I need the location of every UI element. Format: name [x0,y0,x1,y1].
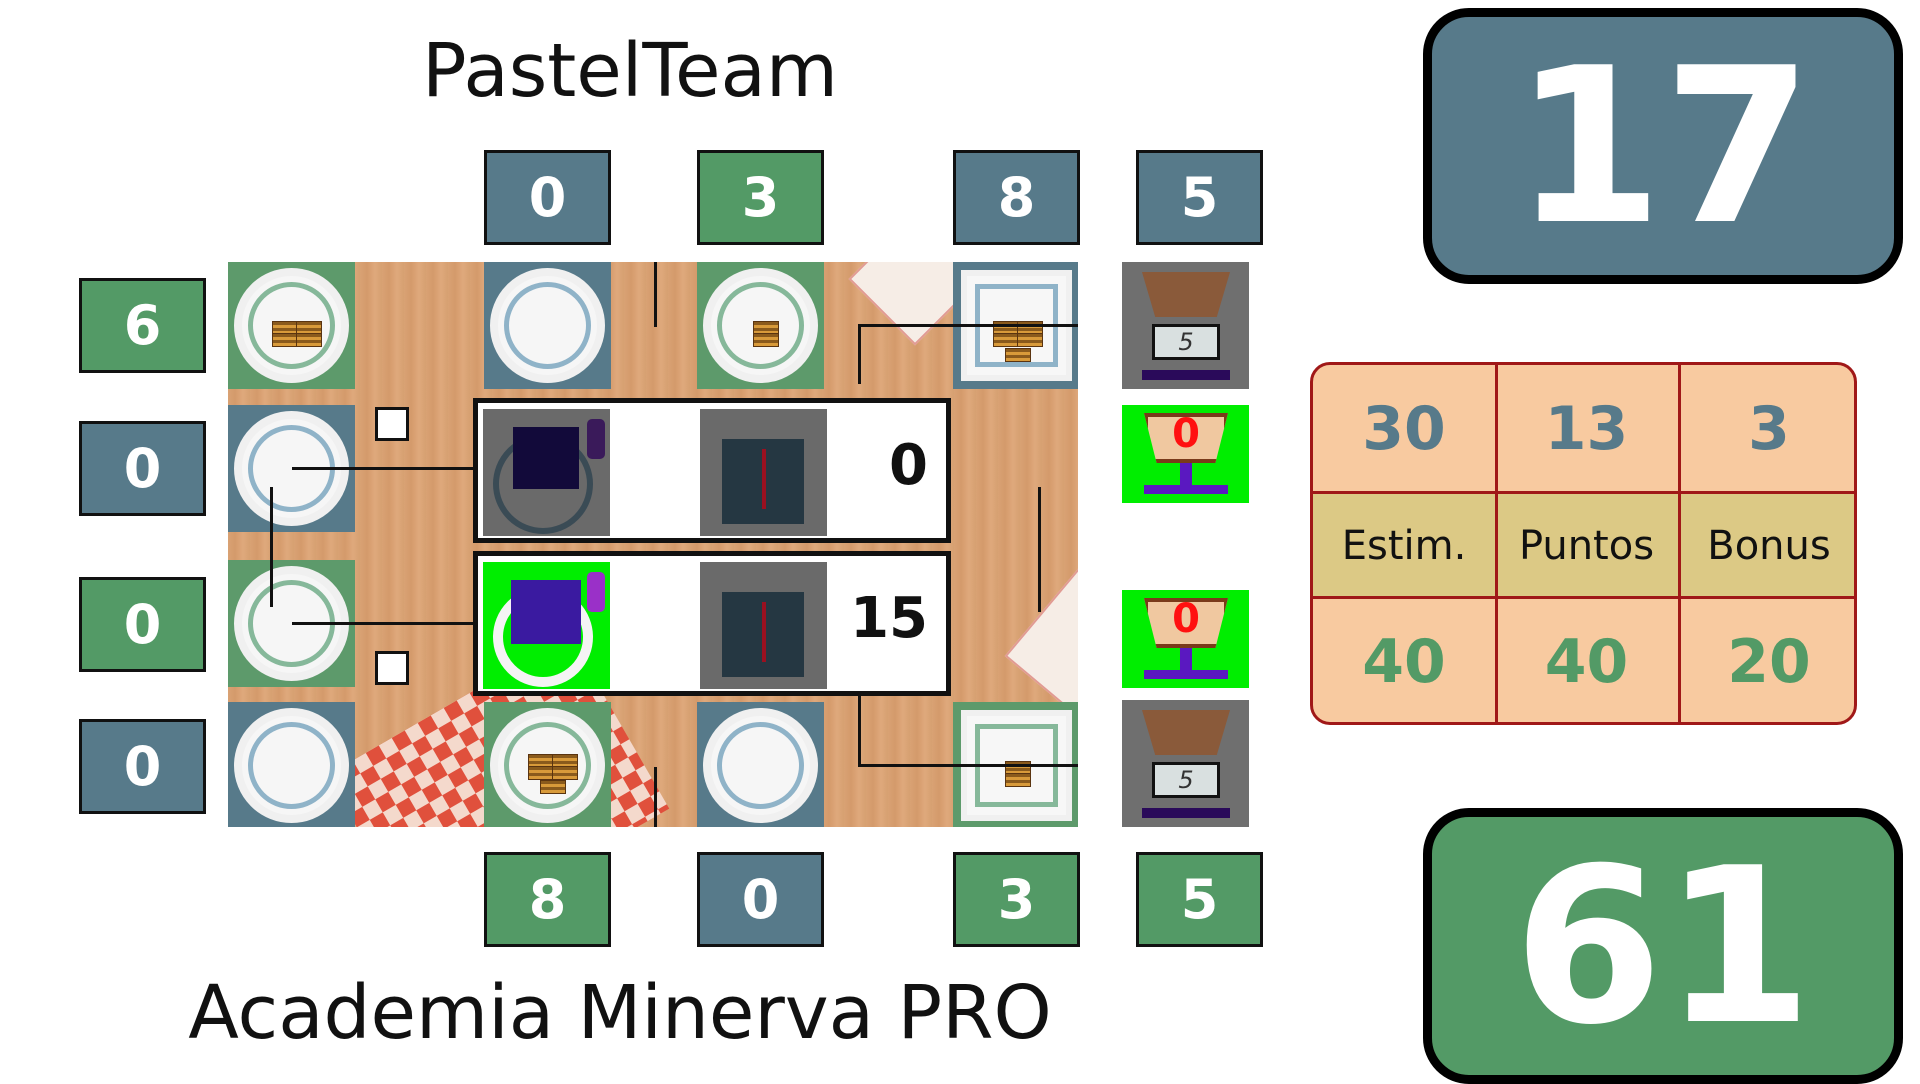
robot-2-score: 15 [850,586,928,651]
robot-panel-1: 0 [473,398,951,543]
scale-icon: 5 [1122,262,1249,389]
board-tile [697,262,824,389]
cookie-icon [540,780,566,794]
plate-icon [703,708,818,823]
cookie-icon [272,333,298,347]
robot-panel-2: 15 [473,551,951,696]
top-count-col3: 8 [953,150,1080,245]
marker-icon [375,407,409,441]
board-tile [228,702,355,827]
header-points: Puntos [1518,522,1655,569]
robot-base-icon [483,562,610,689]
left-count-row4: 0 [79,719,206,814]
bottom-count-col3: 3 [953,852,1080,947]
cookie-icon [528,766,554,780]
board-tile [228,262,355,389]
top-total-score: 17 [1423,8,1903,284]
plate-icon [703,268,818,383]
left-count-row3: 0 [79,577,206,672]
bottom-total-score: 61 [1423,808,1903,1084]
top-points: 13 [1544,394,1629,464]
bottom-team-name: Academia Minerva PRO [188,970,1052,1056]
top-bonus: 3 [1748,394,1790,464]
table-divider [1313,491,1854,494]
track-line [292,622,487,625]
plate-icon [490,268,605,383]
bottom-bonus: 20 [1727,627,1811,697]
cookie-icon [1017,333,1043,347]
green-scale-value: 0 [1172,596,1200,642]
green-scale-value: 0 [1172,411,1200,457]
bottom-count-col4: 5 [1136,852,1263,947]
table-divider [1313,596,1854,599]
header-bonus: Bonus [1707,522,1831,569]
top-count-col1: 0 [484,150,611,245]
left-count-row2: 0 [79,421,206,516]
track-line [858,324,1078,327]
board-tile [484,702,611,827]
top-estimate: 30 [1362,394,1446,464]
track-line [270,487,273,607]
green-scale-icon: 0 [1122,590,1249,688]
table-divider [1678,365,1681,722]
green-scale-icon: 0 [1122,405,1249,503]
cookie-icon [1005,773,1031,787]
scale-readout: 5 [1152,324,1220,360]
track-line [292,467,487,470]
bottom-count-col2: 0 [697,852,824,947]
board-tile [484,262,611,389]
bottom-points: 40 [1544,627,1629,697]
robot-base-icon [483,409,610,536]
track-line [654,767,657,827]
robot-1-score: 0 [889,433,928,498]
top-count-col4: 5 [1136,150,1263,245]
plate-icon [234,268,349,383]
scale-icon: 5 [1122,700,1249,827]
top-team-name: PastelTeam [422,28,838,114]
bottom-count-col1: 8 [484,852,611,947]
bottom-estimate: 40 [1362,627,1446,697]
table-divider [1495,365,1498,722]
score-breakdown-table: 30 13 3 Estim. Puntos Bonus 40 40 20 [1310,362,1857,725]
board-tile [697,702,824,827]
cookie-icon [296,333,322,347]
cookie-icon [1005,348,1031,362]
plate-icon [234,708,349,823]
plate-icon [490,708,605,823]
robot-chassis-icon [700,562,827,689]
left-count-row1: 6 [79,278,206,373]
cookie-icon [993,333,1019,347]
scale-readout: 5 [1152,762,1220,798]
track-line [858,324,861,384]
cookie-icon [753,333,779,347]
game-board [228,262,1078,827]
track-line [1038,487,1041,612]
robot-chassis-icon [700,409,827,536]
track-line [654,262,657,327]
track-line [858,764,1078,767]
cookie-icon [552,766,578,780]
table-label-row [1313,493,1854,598]
header-estimate: Estim. [1341,522,1467,569]
track-line [858,692,861,764]
marker-icon [375,651,409,685]
top-count-col2: 3 [697,150,824,245]
